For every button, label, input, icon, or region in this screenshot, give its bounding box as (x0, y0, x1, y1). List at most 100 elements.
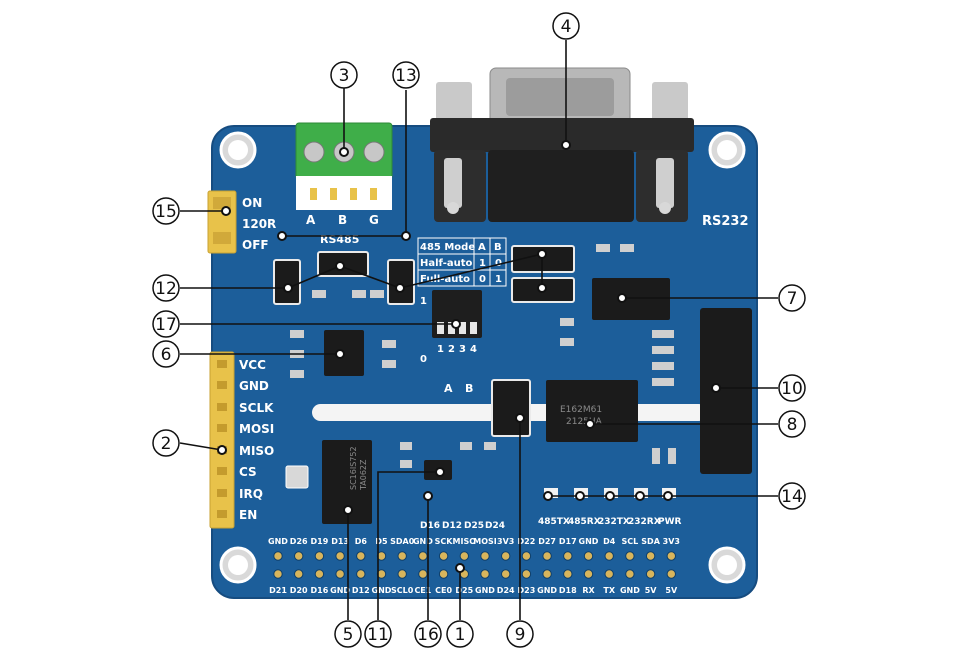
rs232-label: RS232 (702, 214, 749, 229)
gpio-bottom-label: CE0 (435, 586, 452, 595)
callout-circle (552, 12, 580, 40)
callout-circle (414, 620, 442, 648)
gpio-hole (438, 551, 449, 561)
callout-circle (778, 482, 806, 510)
termination-jumper: ON 120R OFF (207, 190, 276, 254)
callout-number: 5 (343, 625, 354, 645)
gpio-top-label: D22 (518, 537, 536, 546)
mode-header-b: B (494, 242, 502, 253)
callout-circle (364, 620, 392, 648)
gpio-top-label: D5 (375, 537, 388, 546)
gpio-hole (666, 551, 676, 561)
gpio-hole (294, 569, 304, 579)
gpio-top-label: D6 (355, 537, 368, 546)
gpio-hole (273, 569, 283, 579)
callout-circle (778, 410, 806, 438)
gpio-bottom-label: GND (330, 586, 350, 595)
gpio-hole (542, 551, 552, 561)
callout-circle (152, 197, 180, 225)
spi-header: VCC GND SCLK MOSI MISO CS IRQ EN (209, 351, 274, 529)
callout-circle (152, 274, 180, 302)
mode-header-a: A (478, 242, 486, 253)
gpio-hole (459, 551, 469, 561)
gpio-top-label: SDA0 (390, 537, 415, 546)
dip-num-4: 4 (470, 344, 477, 355)
gpio-top-label: D13 (331, 537, 349, 546)
gpio-top-label: 3V3 (497, 537, 514, 546)
led-label-485rx: 485RX (568, 517, 601, 527)
callout-circle (392, 61, 420, 89)
gpio-hole (563, 569, 573, 579)
callout-circle (152, 340, 180, 368)
terminal-label-a: A (306, 213, 316, 227)
chip-8-line-1: E162M61 (560, 405, 602, 415)
gpio-hole (335, 551, 345, 561)
socket-10 (700, 308, 752, 474)
gpio-hole (356, 569, 366, 579)
gpio-hole (314, 551, 325, 561)
led-label-pwr: PWR (658, 517, 682, 527)
callout-circle (330, 61, 358, 89)
gpio-top-label: SCL (622, 537, 639, 546)
spi-en: EN (239, 508, 257, 522)
jumper-on: ON (242, 196, 262, 210)
callout-circle (506, 620, 534, 648)
gpio-bottom-label: D20 (290, 586, 308, 595)
callout-number: 3 (339, 66, 350, 86)
gpio-top-label: GND (413, 537, 433, 546)
gpio-mid: D16 (420, 521, 440, 531)
callout-number: 17 (155, 315, 177, 335)
callout-circle (446, 620, 474, 648)
mode-table: 485 Mode A B Half-auto 1 0 Full-auto 0 1 (417, 237, 507, 287)
gpio-top-label: D26 (290, 537, 308, 546)
spi-vcc: VCC (239, 358, 266, 372)
gpio-hole (273, 551, 283, 561)
dip-zero: 0 (420, 354, 427, 365)
led-label-485tx: 485TX (538, 517, 570, 527)
rs485-label: RS485 (320, 233, 359, 246)
gpio-bottom-label: GND (372, 586, 392, 595)
terminal-labels: A B G (306, 213, 379, 227)
gpio-bottom-label: D12 (352, 586, 370, 595)
callout-number: 11 (367, 625, 389, 645)
gpio-bottom-label: GND (620, 586, 640, 595)
mode-half-a: 1 (479, 258, 486, 269)
gpio-hole (645, 551, 656, 561)
callout-number: 8 (787, 415, 798, 435)
gpio-top-label: GND (579, 537, 599, 546)
gpio-hole (501, 551, 511, 561)
mode-half: Half-auto (420, 258, 473, 269)
chip-7 (592, 278, 670, 320)
gpio-mid: D24 (485, 521, 505, 531)
gpio-hole (480, 551, 490, 561)
gpio-bottom-label: D24 (497, 586, 515, 595)
gpio-top-label: 3V3 (663, 537, 680, 546)
gpio-hole (666, 569, 676, 579)
jumper-off: OFF (242, 238, 269, 252)
callout-number: 14 (781, 487, 803, 507)
spi-mosi: MOSI (239, 422, 274, 436)
gpio-bottom-label: TX (603, 586, 615, 595)
gpio-mid-labels: D16 D12 D25 D24 (420, 521, 505, 531)
gpio-mid: D12 (442, 521, 462, 531)
callout-circle (152, 310, 180, 338)
gpio-top-label: MOSI (473, 537, 497, 546)
gpio-bottom-label: SCL0 (391, 586, 414, 595)
led-label-232tx: 232TX (598, 517, 630, 527)
gpio-top-label: D19 (311, 537, 329, 546)
gpio-hole (356, 551, 366, 561)
passives (290, 244, 676, 468)
gpio-top-label: D27 (538, 537, 556, 546)
gpio-top-label: MISO (453, 537, 477, 546)
callout-number: 10 (781, 379, 803, 399)
mode-full-a: 0 (479, 274, 486, 285)
gpio-hole (604, 569, 614, 579)
gpio-hole (294, 551, 304, 561)
gpio-top-label: D4 (603, 537, 616, 546)
gpio-hole (480, 569, 490, 579)
gpio-hole (397, 569, 407, 579)
gpio-top-label: SCK (435, 537, 454, 546)
dip-num-2: 2 (448, 344, 455, 355)
